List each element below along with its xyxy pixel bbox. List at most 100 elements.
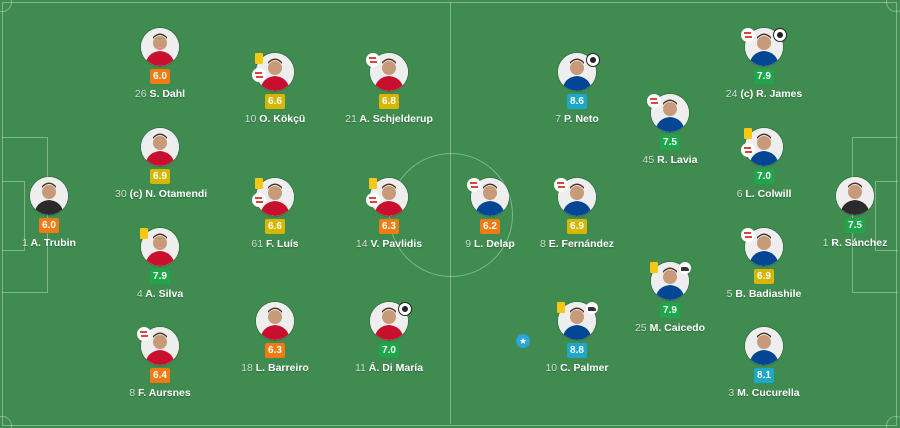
- player-photo: [256, 178, 294, 216]
- player-name: 24 (c) R. James: [719, 88, 809, 100]
- left-goal-box: [2, 181, 25, 251]
- player-card[interactable]: 6.4 8 F. Aursnes: [115, 327, 205, 399]
- player-number: 6: [736, 188, 743, 200]
- rating-badge: 7.0: [754, 169, 774, 184]
- goal-ball-icon: [586, 53, 600, 67]
- events-left: [137, 327, 151, 343]
- yellow-card-icon: [369, 178, 377, 189]
- events-left: [554, 302, 568, 317]
- player-number: 3: [728, 387, 735, 399]
- player-name-label: M. Caicedo: [649, 322, 706, 334]
- player-name: 61 F. Luís: [230, 238, 320, 250]
- player-number: 10: [545, 362, 558, 374]
- rating-badge: 8.8: [567, 343, 587, 358]
- events-left: [741, 128, 755, 159]
- player-name: 11 Á. Di María: [344, 362, 434, 374]
- events-right: [586, 302, 600, 314]
- player-photo: [141, 228, 179, 266]
- player-name: 8 E. Fernández: [532, 238, 622, 250]
- player-name: 10 C. Palmer: [532, 362, 622, 374]
- player-card[interactable]: 7.0 11 Á. Di María: [344, 302, 434, 374]
- yellow-card-icon: [140, 228, 148, 239]
- events-left: [252, 53, 266, 84]
- player-number: 4: [136, 288, 143, 300]
- player-photo: [370, 302, 408, 340]
- corner-arc-top-right: [886, 0, 900, 12]
- rating-badge: 8.1: [754, 368, 774, 383]
- player-card[interactable]: 6.0 26 S. Dahl: [115, 28, 205, 100]
- player-number: 8: [129, 387, 136, 399]
- events-right: [773, 28, 787, 42]
- rating-badge: 6.3: [265, 343, 285, 358]
- player-card[interactable]: 6.2 9 L. Delap: [445, 178, 535, 250]
- player-number: 26: [134, 88, 147, 100]
- substitution-icon: [741, 143, 755, 157]
- player-number: 18: [241, 362, 253, 374]
- events-left: [366, 178, 380, 209]
- player-name-label: F. Aursnes: [138, 387, 191, 399]
- player-name: 26 S. Dahl: [115, 88, 205, 100]
- substitution-icon: [252, 193, 266, 207]
- corner-arc-bottom-left: [0, 416, 12, 428]
- player-number: 5: [726, 288, 733, 300]
- player-name: 3 M. Cucurella: [719, 387, 809, 399]
- rating-badge: 6.0: [150, 69, 170, 84]
- player-card[interactable]: 8.1 3 M. Cucurella: [719, 327, 809, 399]
- right-goal-box: [875, 181, 898, 251]
- events-left: [554, 178, 568, 194]
- rating-badge: 7.9: [660, 303, 680, 318]
- player-card[interactable]: 6.3 18 L. Barreiro: [230, 302, 320, 374]
- rating-badge: 6.0: [39, 218, 59, 233]
- events-left: [366, 53, 380, 69]
- player-name: 9 L. Delap: [445, 238, 535, 250]
- rating-badge: 6.4: [150, 368, 170, 383]
- player-photo: [141, 128, 179, 166]
- player-number: 61: [251, 238, 264, 250]
- player-name-label: E. Fernández: [548, 238, 615, 250]
- player-name: 18 L. Barreiro: [230, 362, 320, 374]
- events-left: [647, 94, 661, 110]
- player-name-label: P. Neto: [563, 113, 599, 125]
- assist-boot-icon: [586, 302, 598, 314]
- player-name-label: (c) N. Otamendi: [129, 188, 208, 200]
- events-left: [137, 228, 151, 243]
- goal-ball-icon: [398, 302, 412, 316]
- player-name-label: Á. Di María: [368, 362, 424, 374]
- rating-badge: 6.9: [754, 269, 774, 284]
- rating-badge: 7.5: [660, 135, 680, 150]
- player-name-label: A. Trubin: [30, 237, 76, 249]
- substitution-icon: [741, 28, 755, 42]
- player-name: 5 B. Badiashile: [719, 288, 809, 300]
- events-left: [647, 262, 661, 277]
- player-card[interactable]: 6.9 5 B. Badiashile: [719, 228, 809, 300]
- events-right: [679, 262, 693, 274]
- player-name-label: A. Silva: [145, 288, 184, 300]
- rating-badge: 6.9: [150, 169, 170, 184]
- yellow-card-icon: [557, 302, 565, 313]
- player-name-label: O. Kökçü: [259, 113, 306, 125]
- player-name-label: B. Badiashile: [735, 288, 802, 300]
- player-name-label: R. Sánchez: [831, 237, 888, 249]
- player-photo: [256, 302, 294, 340]
- yellow-card-icon: [255, 53, 263, 64]
- player-name-label: L. Barreiro: [255, 362, 309, 374]
- rating-badge: 6.2: [480, 219, 500, 234]
- player-name: 10 O. Kökçü: [230, 113, 320, 125]
- rating-badge: 7.0: [379, 343, 399, 358]
